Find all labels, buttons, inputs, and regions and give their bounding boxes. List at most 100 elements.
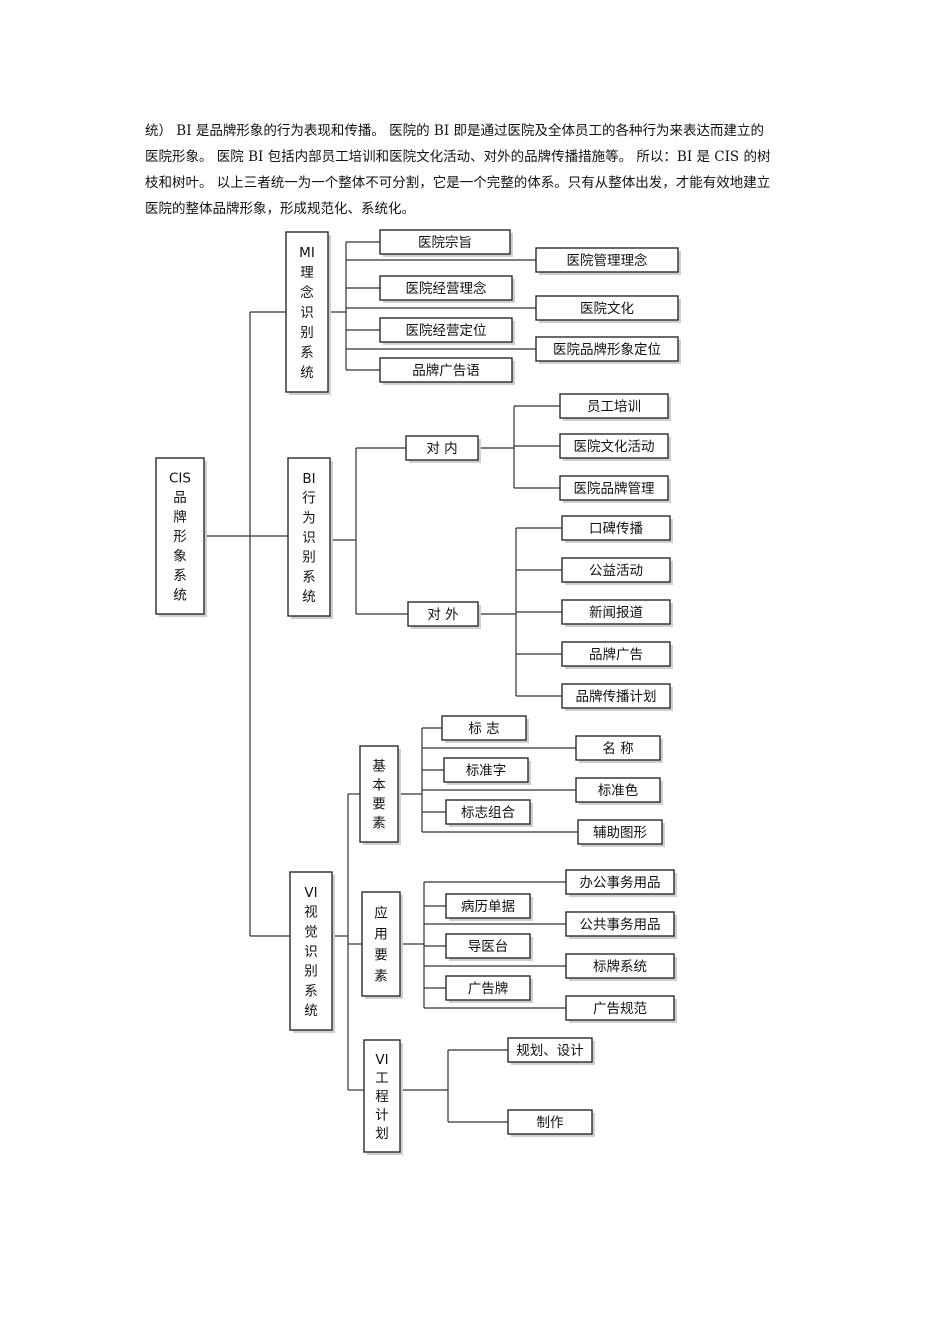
mi-item-2-label: 医院经营理念 bbox=[406, 280, 487, 297]
bi-node-char: 识 bbox=[302, 530, 316, 546]
mi-item-1: 医院管理理念 bbox=[535, 247, 681, 275]
vi-basic-item-4: 标志组合 bbox=[445, 799, 533, 827]
bi-inner-item-2: 医院品牌管理 bbox=[559, 475, 671, 503]
vi-node-char: 觉 bbox=[304, 924, 318, 940]
vi-basic-item-5: 辅助图形 bbox=[577, 819, 665, 847]
bi-outer-item-1-label: 公益活动 bbox=[589, 563, 643, 579]
mi-item-2: 医院经营理念 bbox=[379, 275, 515, 303]
mi-node-char: 统 bbox=[300, 365, 314, 381]
bi-node-char: 为 bbox=[302, 510, 316, 526]
vi-plan-node-char: 工 bbox=[375, 1071, 389, 1087]
vi-apply-item-4: 标牌系统 bbox=[565, 953, 677, 981]
intro-line-3: 枝和树叶。 以上三者统一为一个整体不可分割，它是一个完整的体系。只有从整体出发，… bbox=[145, 175, 771, 191]
bi-outer-item-4-label: 品牌传播计划 bbox=[576, 688, 657, 705]
vi-plan-item-1-label: 制作 bbox=[537, 1115, 564, 1131]
bi-inner-node-label: 对 内 bbox=[426, 441, 457, 457]
mi-item-4-label: 医院经营定位 bbox=[406, 323, 487, 339]
bi-node-char: 行 bbox=[302, 491, 316, 507]
intro-line-4: 医院的整体品牌形象，形成规范化、系统化。 bbox=[145, 201, 415, 217]
vi-apply-item-2-label: 公共事务用品 bbox=[580, 917, 661, 933]
vi-apply-node-char: 素 bbox=[374, 969, 388, 985]
vi-apply-node-char: 用 bbox=[374, 927, 388, 943]
vi-basic-node-char: 本 bbox=[372, 778, 386, 794]
mi-item-5: 医院品牌形象定位 bbox=[535, 336, 681, 364]
mi-node-char: MI bbox=[299, 245, 315, 261]
mi-node-char: 别 bbox=[300, 325, 314, 341]
vi-basic-item-1: 名 称 bbox=[575, 735, 663, 763]
vi-basic-item-0-label: 标 志 bbox=[468, 721, 499, 737]
mi-item-3-label: 医院文化 bbox=[580, 301, 634, 317]
vi-apply-item-1: 病历单据 bbox=[445, 893, 533, 921]
vi-apply-item-0: 办公事务用品 bbox=[565, 869, 677, 897]
mi-item-4: 医院经营定位 bbox=[379, 317, 515, 345]
intro-paragraph: 统） BI 是品牌形象的行为表现和传播。 医院的 BI 即是通过医院及全体员工的… bbox=[145, 118, 807, 222]
vi-basic-item-5-label: 辅助图形 bbox=[593, 825, 647, 841]
intro-line-2: 医院形象。 医院 BI 包括内部员工培训和医院文化活动、对外的品牌传播措施等。 … bbox=[145, 149, 771, 165]
cis-root-node-char: 牌 bbox=[173, 509, 187, 526]
vi-node-char: VI bbox=[304, 885, 317, 901]
vi-basic-item-3: 标准色 bbox=[575, 777, 663, 805]
vi-apply-item-3-label: 导医台 bbox=[468, 939, 509, 955]
bi-inner-item-1: 医院文化活动 bbox=[559, 433, 671, 461]
vi-plan-node-char: 程 bbox=[375, 1089, 389, 1105]
vi-apply-item-4-label: 标牌系统 bbox=[593, 958, 647, 975]
vi-node-char: 识 bbox=[304, 944, 318, 960]
bi-outer-node: 对 外 bbox=[407, 601, 481, 629]
cis-root-node-char: 形 bbox=[173, 529, 187, 545]
bi-node-char: BI bbox=[302, 471, 315, 487]
bi-outer-node-label: 对 外 bbox=[427, 607, 459, 623]
mi-item-5-label: 医院品牌形象定位 bbox=[553, 341, 661, 358]
vi-apply-item-6: 广告规范 bbox=[565, 995, 677, 1023]
vi-basic-node-char: 要 bbox=[372, 797, 386, 813]
vi-plan-item-0-label: 规划、设计 bbox=[516, 1043, 584, 1059]
vi-plan-node-char: 计 bbox=[375, 1107, 389, 1123]
mi-node-char: 理 bbox=[300, 265, 314, 281]
bi-inner-item-2-label: 医院品牌管理 bbox=[574, 480, 655, 497]
vi-apply-item-5-label: 广告牌 bbox=[468, 980, 509, 997]
bi-outer-item-2: 新闻报道 bbox=[561, 599, 673, 627]
mi-node-char: 念 bbox=[300, 284, 314, 301]
mi-node-char: 系 bbox=[300, 345, 314, 361]
vi-basic-node-char: 素 bbox=[372, 816, 386, 832]
bi-outer-item-1: 公益活动 bbox=[561, 557, 673, 585]
vi-plan-item-1: 制作 bbox=[507, 1109, 595, 1137]
bi-inner-node: 对 内 bbox=[405, 435, 481, 463]
vi-basic-item-3-label: 标准色 bbox=[598, 782, 639, 799]
bi-outer-item-3: 品牌广告 bbox=[561, 641, 673, 669]
bi-inner-item-1-label: 医院文化活动 bbox=[574, 439, 655, 455]
vi-plan-item-0: 规划、设计 bbox=[507, 1037, 595, 1065]
vi-apply-item-5: 广告牌 bbox=[445, 975, 533, 1003]
mi-item-0-label: 医院宗旨 bbox=[418, 235, 472, 251]
vi-node-char: 视 bbox=[304, 905, 318, 921]
mi-item-6-label: 品牌广告语 bbox=[412, 362, 480, 379]
vi-basic-node-char: 基 bbox=[372, 758, 386, 775]
bi-outer-item-0: 口碑传播 bbox=[561, 515, 673, 543]
connector-lines bbox=[204, 241, 578, 1123]
vi-basic-item-1-label: 名 称 bbox=[602, 741, 633, 757]
mi-item-0: 医院宗旨 bbox=[379, 229, 513, 257]
vi-basic-item-2-label: 标准字 bbox=[466, 763, 507, 779]
vi-apply-node-char: 应 bbox=[374, 905, 388, 922]
intro-line-1: 统） BI 是品牌形象的行为表现和传播。 医院的 BI 即是通过医院及全体员工的… bbox=[145, 123, 764, 139]
bi-outer-item-0-label: 口碑传播 bbox=[589, 521, 643, 537]
bi-outer-item-4: 品牌传播计划 bbox=[561, 683, 673, 711]
mi-item-6: 品牌广告语 bbox=[379, 357, 515, 385]
mi-item-1-label: 医院管理理念 bbox=[567, 252, 648, 269]
vi-apply-item-0-label: 办公事务用品 bbox=[580, 875, 661, 891]
vi-basic-item-2: 标准字 bbox=[443, 757, 531, 785]
bi-outer-item-2-label: 新闻报道 bbox=[589, 605, 643, 621]
bi-node-char: 统 bbox=[302, 589, 316, 605]
vi-apply-node-char: 要 bbox=[374, 948, 388, 964]
mi-item-3: 医院文化 bbox=[535, 295, 681, 323]
vi-node-char: 统 bbox=[304, 1003, 318, 1019]
bi-node-char: 系 bbox=[302, 569, 316, 585]
vi-basic-item-0: 标 志 bbox=[441, 715, 529, 743]
bi-outer-item-3-label: 品牌广告 bbox=[589, 646, 643, 663]
